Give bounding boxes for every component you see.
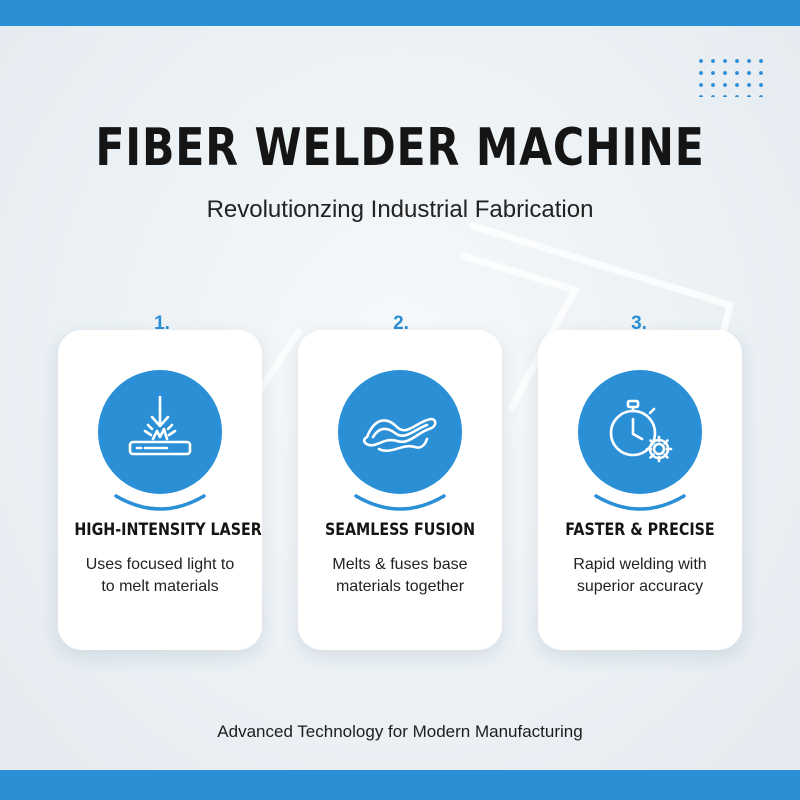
dot-grid-decoration — [695, 55, 771, 97]
footer-tagline: Advanced Technology for Modern Manufactu… — [217, 722, 583, 741]
feature-description-line: Melts & fuses base — [332, 556, 468, 573]
feature-description-line: Rapid welding with — [573, 556, 707, 573]
feature-title: HIGH-INTENSITY LASER — [74, 520, 262, 540]
page-title: FIBER WELDER MACHINE — [95, 118, 705, 178]
feature-card-laser: HIGH-INTENSITY LASER Uses focused light … — [58, 330, 262, 650]
stopwatch-gear-icon — [609, 399, 673, 463]
page-subtitle: Revolutionzing Industrial Fabrication — [206, 196, 594, 223]
feature-card-fusion: SEAMLESS FUSION Melts & fuses base mater… — [298, 330, 502, 650]
bottom-accent-bar — [0, 770, 800, 800]
fusion-wave-icon — [362, 417, 437, 452]
feature-number-3: 3. — [631, 313, 647, 334]
arc-accent — [594, 494, 686, 511]
feature-description: Melts & fuses base materials together — [312, 554, 488, 598]
feature-description-line: materials together — [335, 578, 465, 595]
arc-accent — [354, 494, 446, 511]
arc-accent — [114, 494, 206, 511]
feature-description-line: Uses focused light to — [85, 556, 235, 573]
feature-number-2: 2. — [393, 313, 409, 334]
feature-description: Uses focused light to to melt materials — [72, 554, 248, 598]
feature-card-precise: FASTER & PRECISE Rapid welding with supe… — [538, 330, 742, 650]
feature-description-line: to melt materials — [101, 578, 219, 595]
feature-description: Rapid welding with superior accuracy — [552, 554, 728, 598]
feature-description-line: superior accuracy — [576, 578, 704, 595]
feature-title: FASTER & PRECISE — [565, 520, 715, 540]
feature-icon-circle — [578, 370, 702, 494]
feature-icon-circle — [338, 370, 462, 494]
feature-icon-circle — [98, 370, 222, 494]
laser-beam-icon — [128, 395, 192, 456]
feature-title: SEAMLESS FUSION — [324, 520, 476, 540]
top-accent-bar — [0, 0, 800, 26]
feature-number-1: 1. — [154, 313, 170, 334]
